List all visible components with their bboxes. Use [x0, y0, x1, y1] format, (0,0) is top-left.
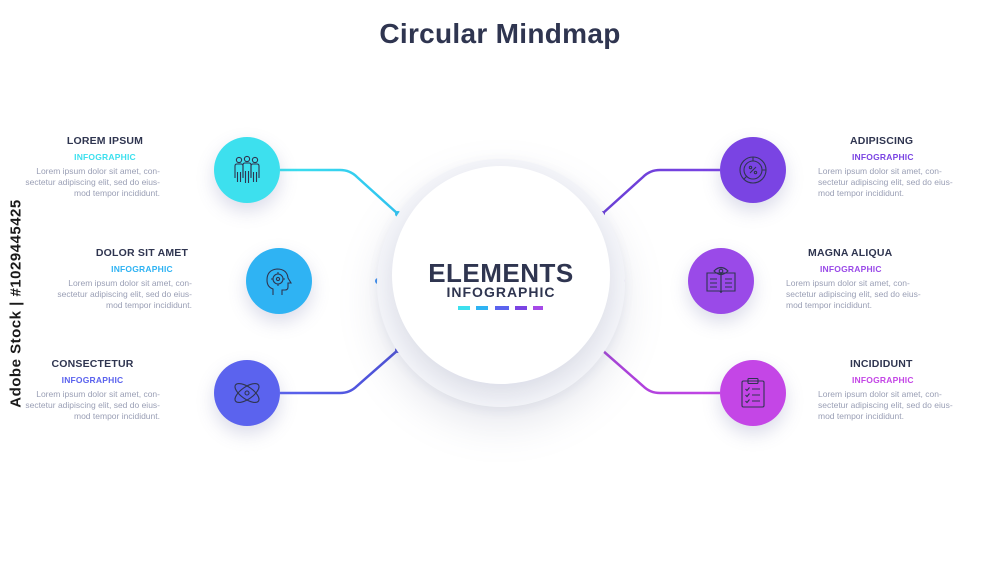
item-6-label: INCIDIDUNT INFOGRAPHIC Lorem ipsum dolor… — [818, 358, 978, 422]
item-1-description: Lorem ipsum dolor sit amet, con-sectetur… — [25, 166, 160, 198]
item-2-label: DOLOR SIT AMET INFOGRAPHIC Lorem ipsum d… — [32, 247, 192, 311]
page-title: Circular Mindmap — [379, 18, 621, 49]
percent-chart-icon — [739, 156, 767, 184]
dash-3 — [495, 306, 509, 310]
item-2-subheading: INFOGRAPHIC — [111, 264, 173, 274]
center-subtitle: INFOGRAPHIC — [446, 284, 556, 300]
color-dashes — [458, 304, 544, 312]
item-5-heading: MAGNA ALIQUA — [808, 247, 893, 259]
node-4-circle — [720, 137, 786, 203]
item-3-label: CONSECTETUR INFOGRAPHIC Lorem ipsum dolo… — [0, 358, 160, 422]
item-1-heading: LOREM IPSUM — [66, 135, 144, 147]
item-2-description: Lorem ipsum dolor sit amet, con-sectetur… — [57, 278, 192, 310]
item-3-subheading: INFOGRAPHIC — [61, 375, 124, 385]
item-6-subheading: INFOGRAPHIC — [852, 375, 914, 385]
item-2-heading: DOLOR SIT AMET — [95, 247, 189, 259]
item-4-description: Lorem ipsum dolor sit amet, con-sectetur… — [818, 166, 953, 198]
dash-5 — [533, 306, 543, 310]
center-title: ELEMENTS — [428, 258, 574, 288]
item-3-description: Lorem ipsum dolor sit amet, con-sectetur… — [25, 389, 160, 421]
dash-1 — [458, 306, 470, 310]
clipboard-checklist-icon — [741, 377, 765, 408]
item-6-description: Lorem ipsum dolor sit amet, con-sectetur… — [818, 389, 953, 421]
head-brain-icon — [266, 268, 292, 295]
connector-3 — [280, 349, 399, 395]
item-4-label: ADIPISCING INFOGRAPHIC Lorem ipsum dolor… — [818, 135, 978, 199]
dash-4 — [515, 306, 527, 310]
watermark-text: Adobe Stock | #1029445425 — [7, 199, 25, 408]
connector-1 — [280, 168, 399, 215]
team-icon — [234, 155, 260, 183]
item-5-subheading: INFOGRAPHIC — [820, 264, 882, 274]
node-1-circle — [214, 137, 280, 203]
node-3-circle — [214, 360, 280, 426]
item-3-heading: CONSECTETUR — [51, 358, 134, 370]
node-5-circle — [688, 248, 754, 314]
connector-6 — [601, 349, 720, 395]
connector-4 — [601, 168, 720, 215]
atom-icon — [234, 383, 260, 403]
node-2-circle — [246, 248, 312, 314]
item-6-heading: INCIDIDUNT — [850, 358, 913, 370]
dash-2 — [476, 306, 488, 310]
stock-watermark: Adobe Stock | #1029445425 — [6, 150, 28, 460]
item-5-label: MAGNA ALIQUA INFOGRAPHIC Lorem ipsum dol… — [786, 247, 946, 311]
item-1-label: LOREM IPSUM INFOGRAPHIC Lorem ipsum dolo… — [0, 135, 160, 199]
center-circle — [392, 166, 610, 384]
book-eye-icon — [706, 266, 736, 294]
item-4-heading: ADIPISCING — [850, 135, 914, 147]
item-1-subheading: INFOGRAPHIC — [74, 152, 136, 162]
node-6-circle — [720, 360, 786, 426]
item-5-description: Lorem ipsum dolor sit amet, con-sectetur… — [786, 278, 921, 310]
item-4-subheading: INFOGRAPHIC — [852, 152, 914, 162]
